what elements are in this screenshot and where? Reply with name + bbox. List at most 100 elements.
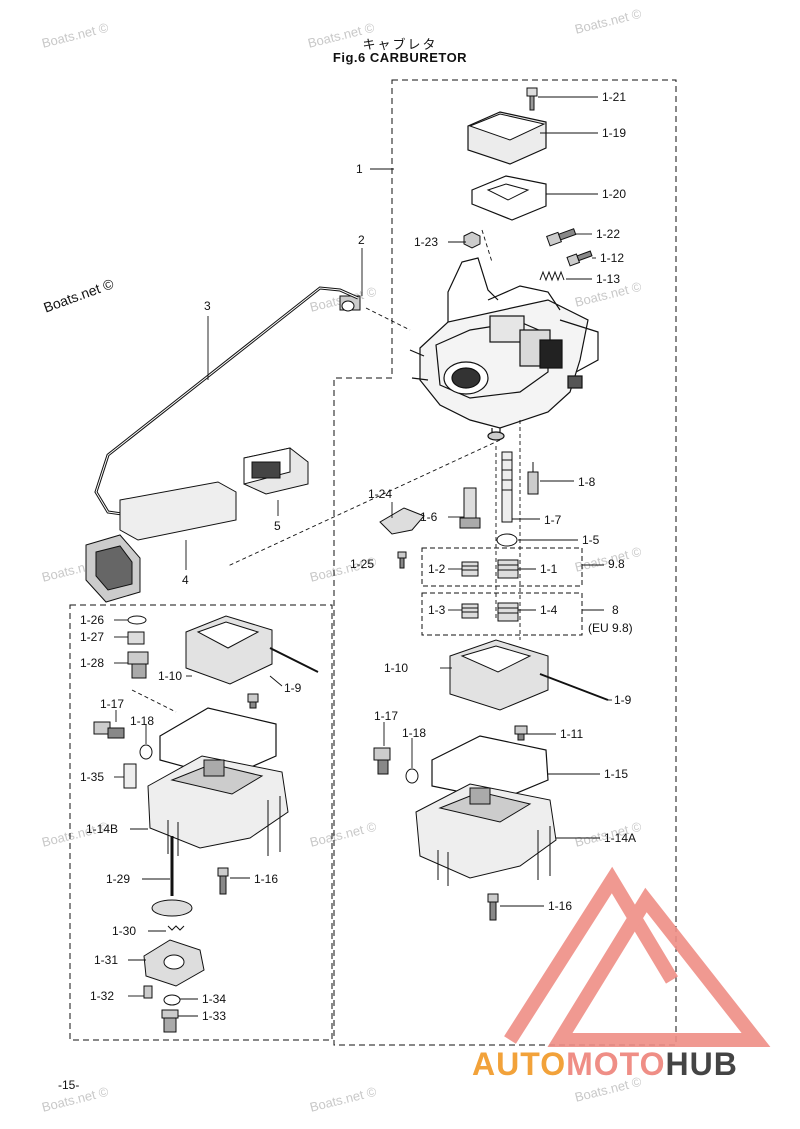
label-2: 2: [358, 233, 365, 247]
label-1-26: 1-26: [80, 613, 105, 627]
label-1-28: 1-28: [80, 656, 105, 670]
label-1-19: 1-19: [602, 126, 627, 140]
label-1-23: 1-23: [414, 235, 439, 249]
label-1-5: 1-5: [582, 533, 600, 547]
kit-8-outline: [421, 592, 583, 636]
label-1-25: 1-25: [350, 557, 375, 571]
cap-1-27: [127, 631, 145, 645]
figure-title: Fig.6 CARBURETOR: [332, 50, 468, 65]
label-1-35: 1-35: [80, 770, 105, 784]
label-1-1: 1-1: [540, 562, 558, 576]
float-pin-1-9-left: [269, 647, 319, 673]
gasket-1-15: [431, 735, 549, 801]
leader-lines: [114, 96, 612, 1017]
float-valve-1-8: [527, 462, 539, 495]
label-1-9-left: 1-9: [284, 681, 302, 695]
label-1-9-right: 1-9: [614, 693, 632, 707]
label-1-10-right: 1-10: [384, 661, 409, 675]
washer-1-18-left: [139, 744, 153, 760]
o-ring-1-5: [496, 533, 518, 547]
title-japanese: キャブレタ: [362, 38, 438, 53]
fitting-2: [339, 295, 361, 312]
plate-1-24: [379, 507, 425, 535]
washer-1-34: [163, 994, 181, 1006]
knob-4: [85, 481, 237, 603]
jet-1-3: [461, 603, 479, 619]
label-1-32: 1-32: [90, 989, 115, 1003]
plunger-1-29: [151, 836, 193, 917]
label-1-29: 1-29: [106, 872, 131, 886]
label-1-3: 1-3: [428, 603, 446, 617]
label-1-22: 1-22: [596, 227, 621, 241]
label-4: 4: [182, 573, 189, 587]
assembly-1-14b-outline: [69, 604, 333, 1041]
label-1-17-right: 1-17: [374, 709, 399, 723]
label-9-8: 9.8: [608, 557, 625, 571]
label-1-16-left: 1-16: [254, 872, 279, 886]
label-1-20: 1-20: [602, 187, 627, 201]
label-1-10-left: 1-10: [158, 669, 183, 683]
label-1-11: 1-11: [560, 727, 584, 741]
jet-1-1: [497, 559, 519, 579]
pin-1-35: [123, 763, 137, 789]
label-8: 8: [612, 603, 619, 617]
cover-1-31: [143, 939, 205, 987]
label-1-24: 1-24: [368, 487, 393, 501]
carburetor-body: [409, 257, 599, 441]
label-1-31: 1-31: [94, 953, 119, 967]
drain-screw-1-17-right: [373, 747, 391, 775]
float-bowl-1-14b: [147, 755, 289, 856]
label-1-16-right: 1-16: [548, 899, 573, 913]
label-1-18-right: 1-18: [402, 726, 427, 740]
label-1-18-left: 1-18: [130, 714, 155, 728]
gasket-left: [159, 707, 277, 779]
float-bowl-1-14a: [415, 783, 557, 886]
washer-1-18-right: [405, 768, 419, 784]
label-1-34: 1-34: [202, 992, 227, 1006]
screw-1-22: [546, 228, 577, 247]
label-1-2: 1-2: [428, 562, 446, 576]
plug-1-33: [161, 1009, 179, 1033]
label-1-14b: 1-14B: [86, 822, 119, 836]
float-pin-1-9-right: [539, 673, 609, 701]
spring-1-13: [539, 270, 565, 282]
jet-1-4: [497, 602, 519, 622]
screw-1-11: [514, 725, 528, 741]
page-number: -15-: [58, 1078, 80, 1092]
label-1: 1: [356, 162, 363, 176]
screw-1-16-left: [217, 867, 229, 895]
label-1-21: 1-21: [602, 90, 627, 104]
label-1-7: 1-7: [544, 513, 562, 527]
drain-screw-1-17-left: [93, 721, 125, 739]
label-1-12: 1-12: [600, 251, 625, 265]
choke-rod-3: [94, 286, 359, 520]
pilot-jet-1-6: [459, 487, 481, 529]
label-1-15: 1-15: [604, 767, 629, 781]
brand-part-hub: HUB: [665, 1046, 738, 1082]
label-1-13: 1-13: [596, 272, 621, 286]
label-1-33: 1-33: [202, 1009, 227, 1023]
brand-part-auto: AUTO: [472, 1046, 567, 1082]
screw-1-25: [397, 551, 407, 569]
clip-1-26: [127, 615, 147, 625]
float-1-10-right: [449, 639, 549, 711]
screw-1-12: [566, 250, 593, 267]
screw-left-top: [247, 693, 259, 709]
float-1-10-left: [185, 615, 273, 685]
fitting-1-28: [127, 651, 149, 679]
label-1-17-left: 1-17: [100, 697, 125, 711]
label-1-6: 1-6: [420, 510, 438, 524]
screw-1-16-right: [487, 893, 499, 921]
label-eu-9-8: (EU 9.8): [588, 621, 633, 635]
label-1-8: 1-8: [578, 475, 596, 489]
label-3: 3: [204, 299, 211, 313]
spring-1-30: [167, 925, 185, 931]
label-1-27: 1-27: [80, 630, 105, 644]
assembly-1-outline: [333, 79, 677, 1046]
nut-1-23: [463, 231, 481, 249]
screw-1-21: [526, 87, 538, 111]
cap-5: [243, 447, 309, 495]
needle-jet-1-7: [501, 451, 513, 523]
screw-1-32: [143, 985, 153, 999]
